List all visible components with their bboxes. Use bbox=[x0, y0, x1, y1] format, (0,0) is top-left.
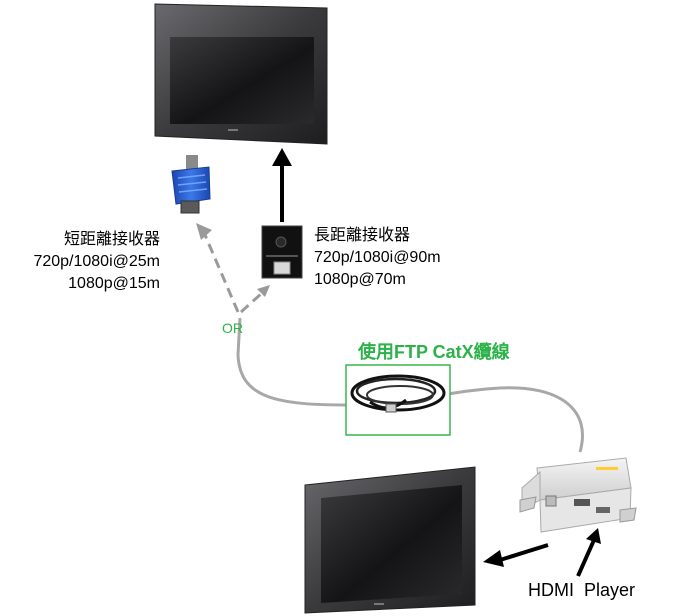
long-receiver-spec-1: 720p/1080i@90m bbox=[314, 249, 441, 266]
hdmi-arrow-to-display bbox=[483, 543, 549, 567]
short-receiver-spec-1: 720p/1080i@25m bbox=[33, 253, 160, 270]
dashed-arrow-to-long-receiver bbox=[239, 285, 270, 314]
or-label: OR bbox=[222, 320, 243, 336]
top-display bbox=[154, 3, 328, 145]
cable-photo bbox=[345, 364, 451, 436]
up-arrow bbox=[272, 148, 292, 222]
short-receiver-spec-2: 1080p@15m bbox=[68, 275, 160, 292]
source-display bbox=[304, 466, 476, 614]
cable-label: 使用FTP CatX纜線 bbox=[358, 342, 510, 362]
hdmi-arrow-from-player bbox=[576, 528, 601, 577]
long-range-receiver bbox=[261, 225, 303, 279]
short-range-receiver bbox=[171, 155, 211, 214]
short-receiver-title: 短距離接收器 bbox=[63, 231, 160, 248]
transmitter-box bbox=[519, 457, 637, 533]
dashed-arrow-to-short-receiver bbox=[196, 223, 240, 313]
source-label: HDMI Player bbox=[528, 580, 636, 600]
long-receiver-title: 長距離接收器 bbox=[314, 227, 411, 244]
long-receiver-spec-2: 1080p@70m bbox=[314, 271, 406, 288]
